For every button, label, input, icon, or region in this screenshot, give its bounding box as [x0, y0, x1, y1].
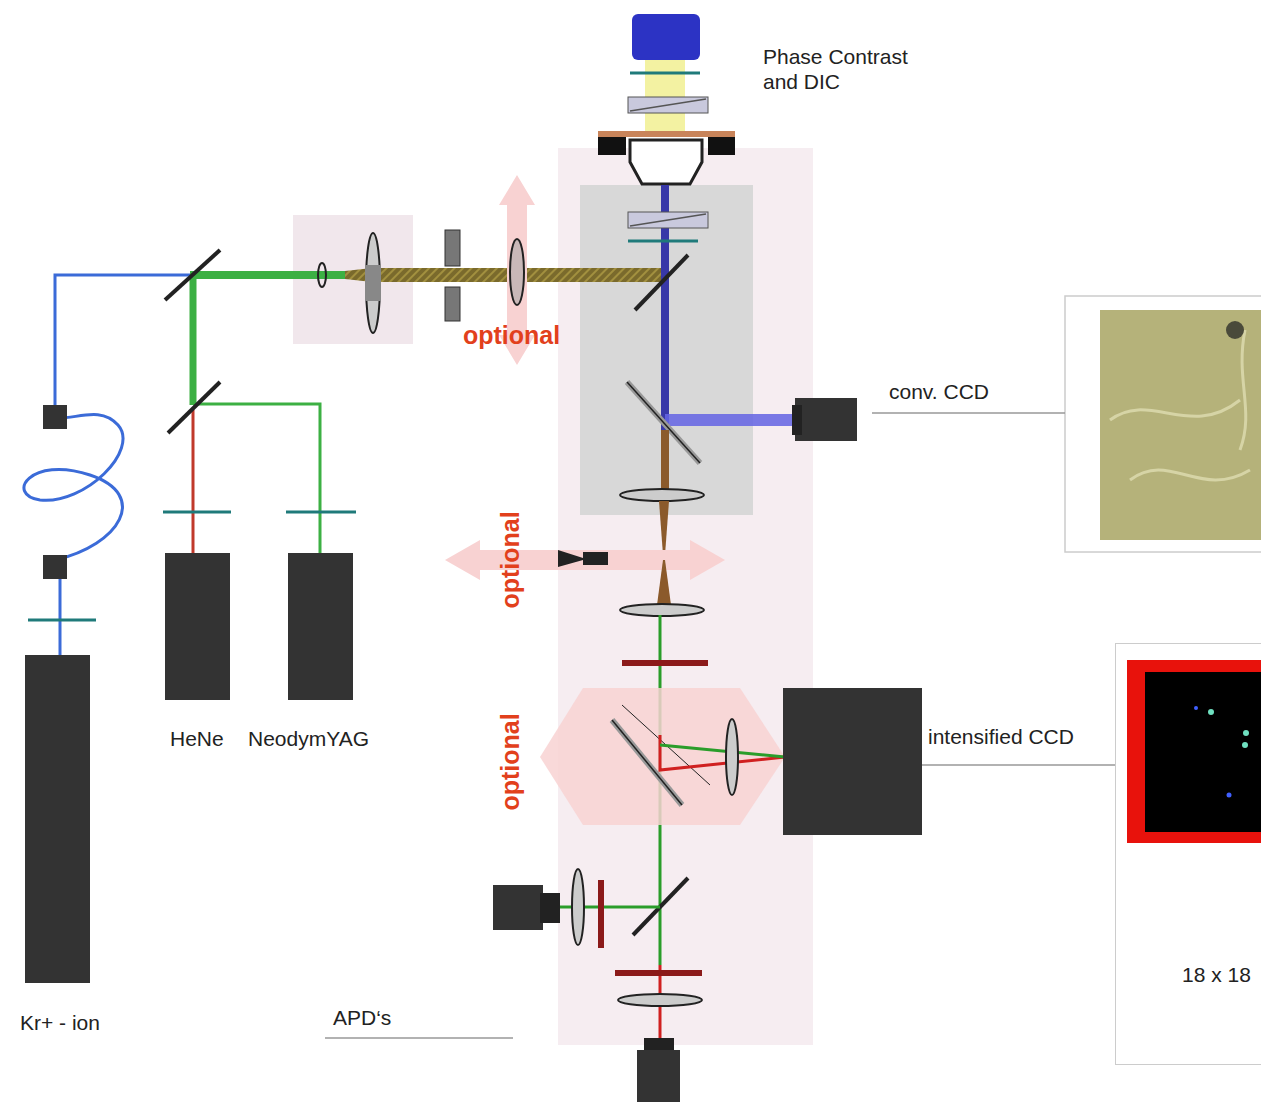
- leader-line: [922, 765, 1115, 766]
- laser-box: Kr+ - ion: [25, 655, 90, 983]
- part-label: APD‘s: [333, 1005, 391, 1030]
- node-label: NeodymYAG: [248, 727, 369, 751]
- optional-tag: optional: [496, 511, 524, 608]
- optional-tag: optional: [463, 321, 560, 349]
- node-label: Kr+ - ion: [20, 1011, 100, 1035]
- optional-tag: optional: [496, 713, 524, 810]
- camera-box: intensified CCD: [783, 688, 922, 835]
- node-label: HeNe: [170, 727, 224, 751]
- part-label: Phase Contrast and DIC: [763, 44, 938, 94]
- part-label: conv. CCD: [889, 379, 989, 404]
- laser-box: NeodymYAG: [288, 553, 353, 700]
- image-panel: 18 x 18: [1115, 643, 1261, 1065]
- node-label: intensified CCD: [928, 725, 1074, 749]
- laser-box: HeNe: [165, 553, 230, 700]
- node-label: 18 x 18: [1182, 963, 1251, 987]
